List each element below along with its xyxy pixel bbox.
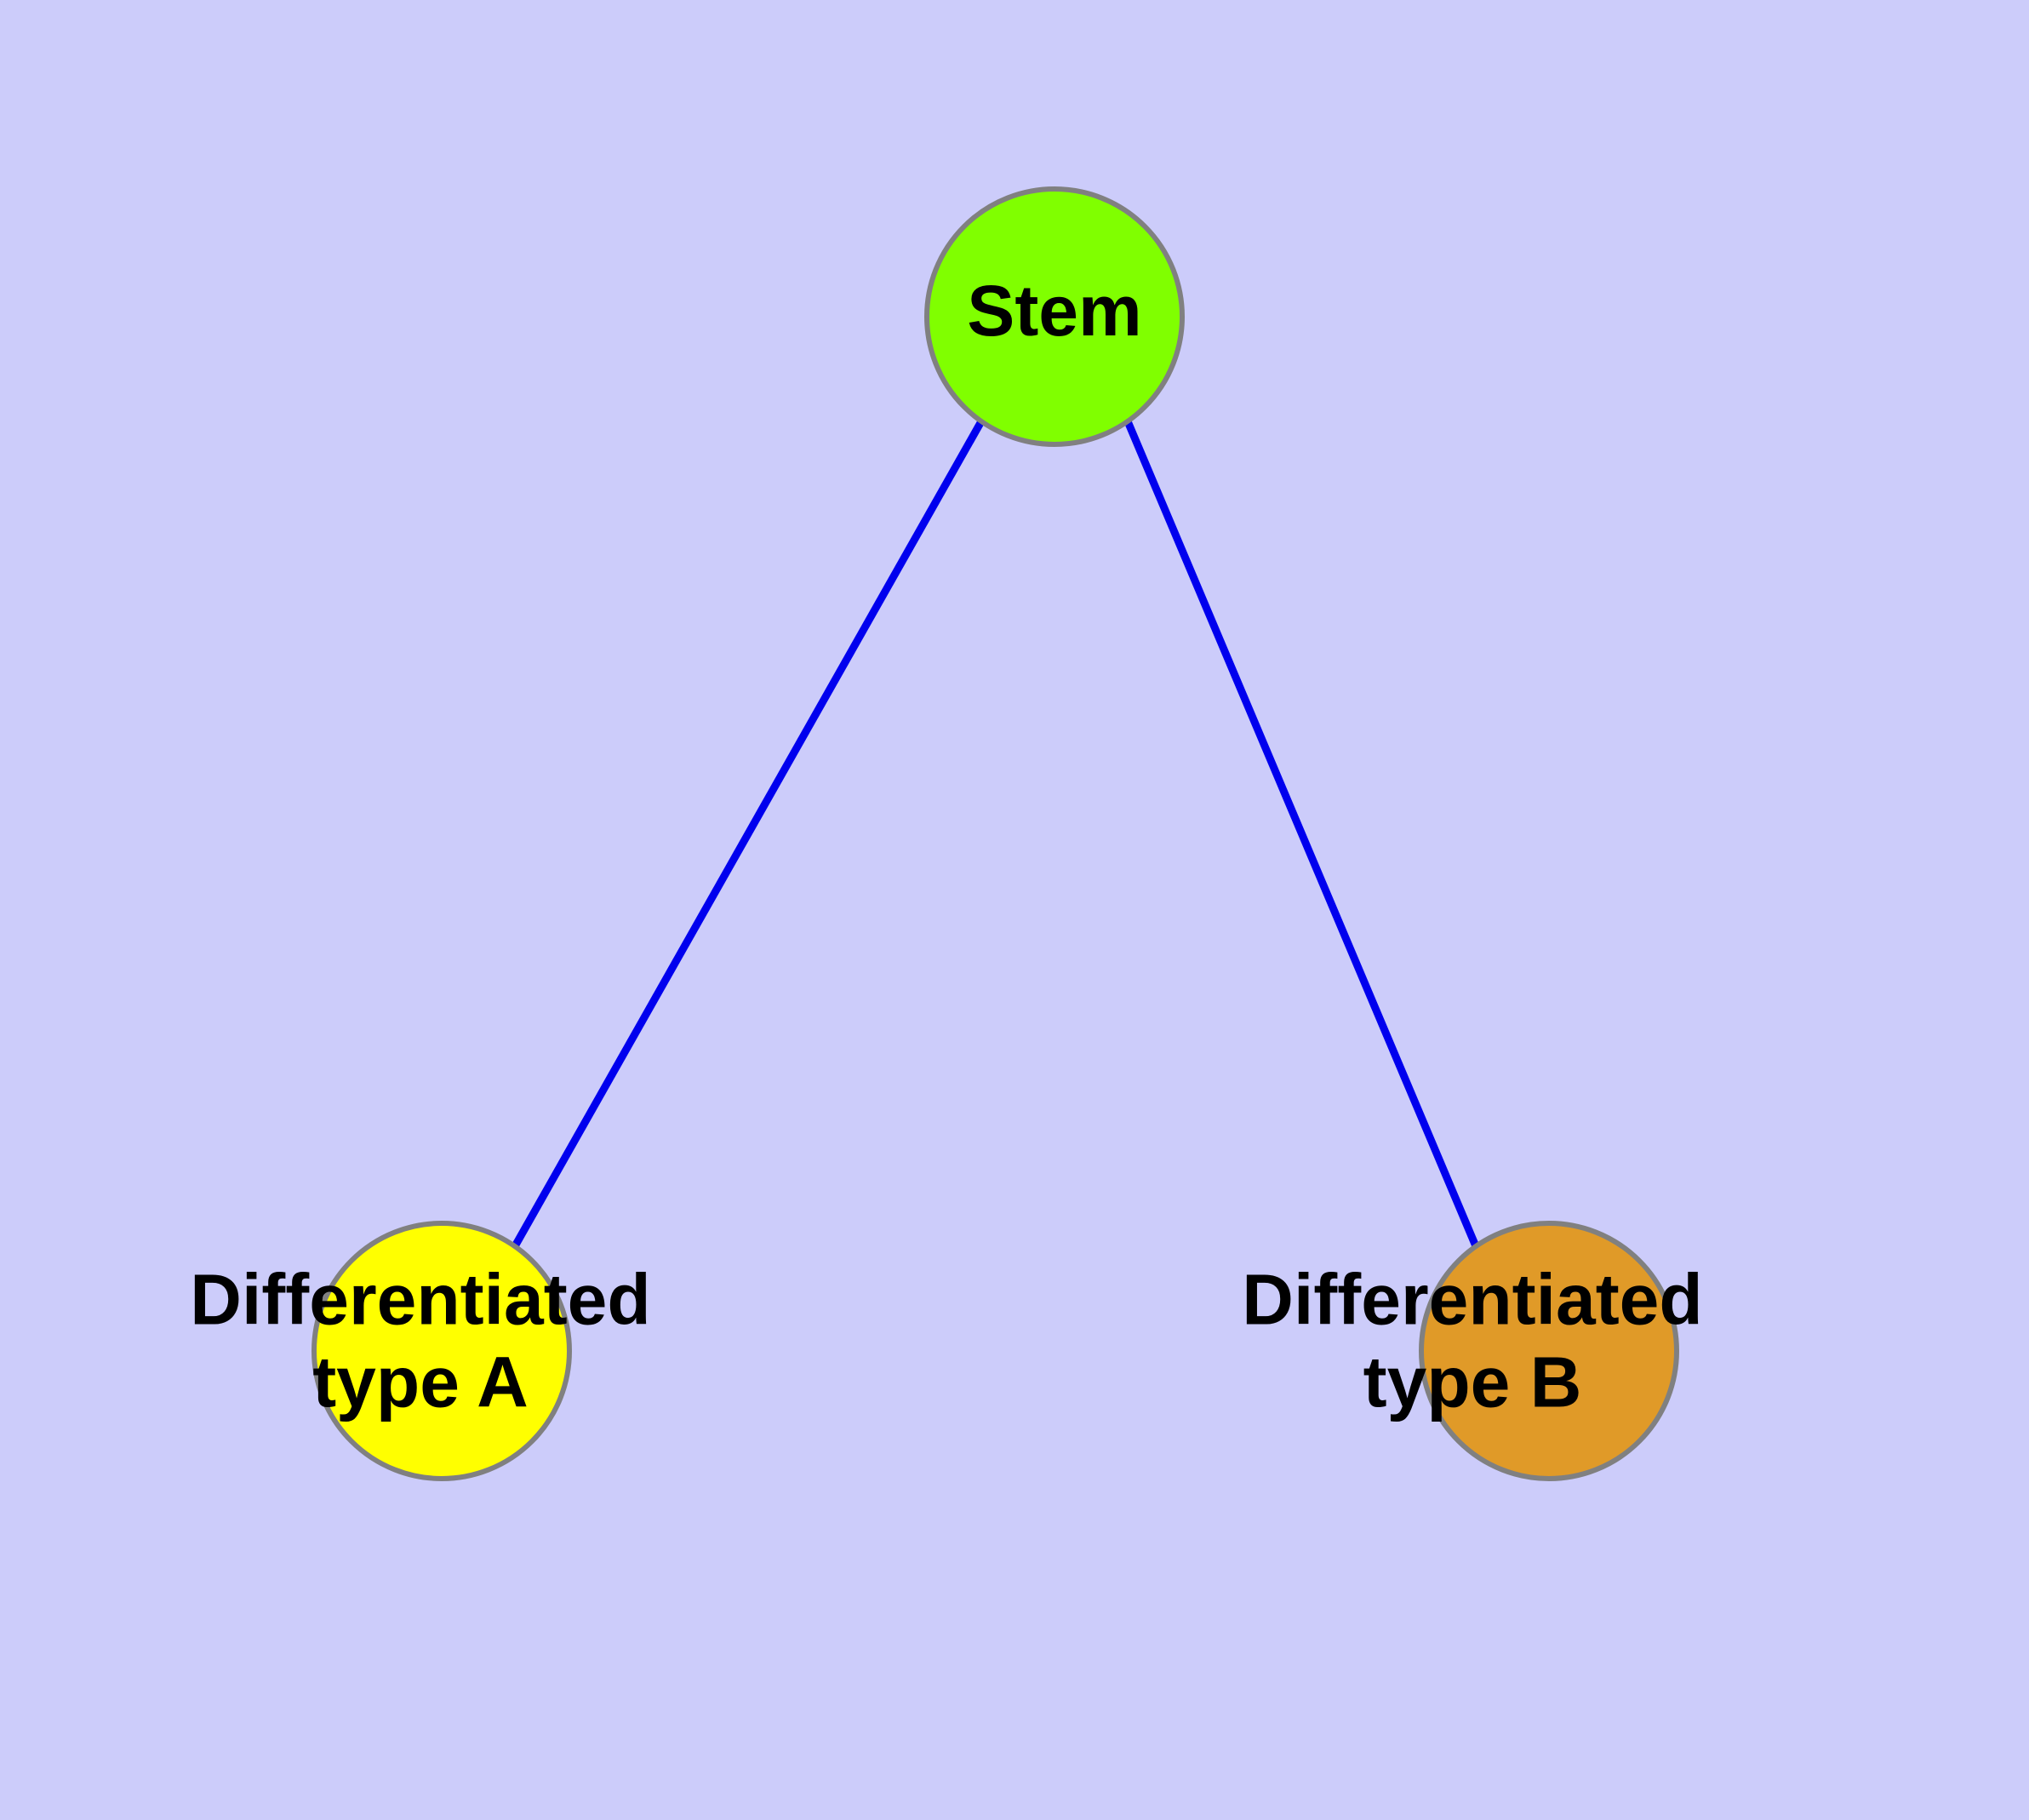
node-stem-circle[interactable] bbox=[924, 186, 1185, 447]
node-label-line: type A bbox=[312, 1342, 529, 1422]
node-differentiated-type-b[interactable] bbox=[1419, 1221, 1679, 1481]
node-label-line: type B bbox=[1363, 1342, 1582, 1422]
edge-stem-to-differentiated-type-a[interactable] bbox=[512, 419, 985, 1249]
node-label-line: Differentiated bbox=[190, 1259, 650, 1339]
node-differentiated-type-a-circle[interactable] bbox=[311, 1221, 572, 1481]
node-differentiated-type-b-circle[interactable] bbox=[1419, 1221, 1679, 1481]
edge-stem-to-differentiated-type-b[interactable] bbox=[1123, 420, 1480, 1248]
node-label-line: Stem bbox=[967, 271, 1141, 351]
node-differentiated-type-a[interactable] bbox=[311, 1221, 572, 1481]
node-stem[interactable] bbox=[924, 186, 1185, 447]
node-stem-label: Stem bbox=[967, 271, 1141, 351]
nodes-group bbox=[311, 186, 1679, 1481]
node-label-line: Differentiated bbox=[1242, 1259, 1702, 1339]
edges-group bbox=[512, 419, 1480, 1249]
